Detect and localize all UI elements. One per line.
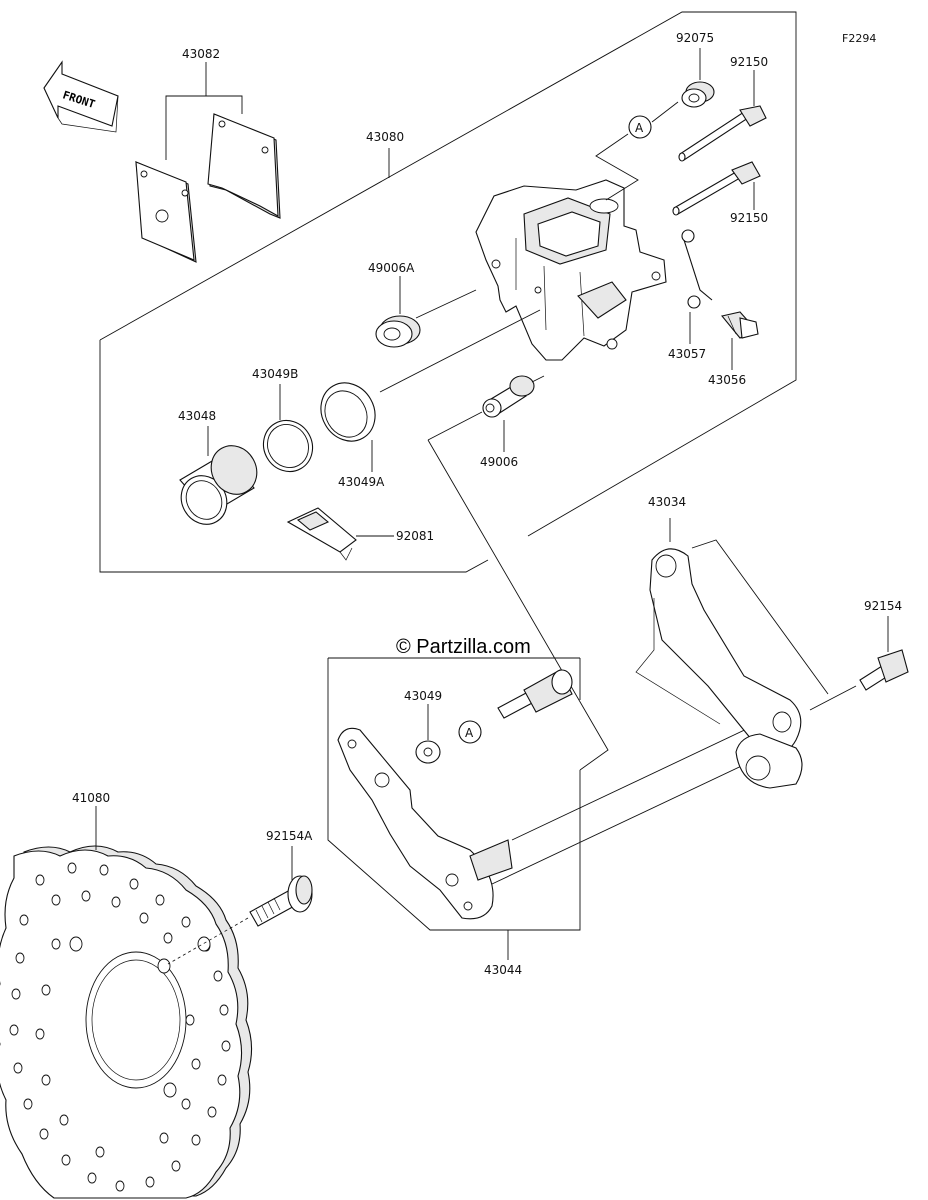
bracket-slide-pin — [497, 669, 573, 719]
label-92154a: 92154A — [266, 829, 313, 843]
caliper-bolt-49006 — [482, 375, 535, 418]
label-43049b: 43049B — [252, 367, 298, 381]
label-41080: 41080 — [72, 791, 110, 805]
pin-boot — [681, 81, 715, 108]
label-43044: 43044 — [484, 963, 522, 977]
bolt-92154 — [859, 649, 909, 691]
ref-marker-a-bottom — [458, 720, 482, 744]
seal-49006a — [375, 315, 421, 348]
label-92150-top: 92150 — [730, 55, 768, 69]
brake-disc — [0, 845, 253, 1199]
label-43057: 43057 — [668, 347, 706, 361]
label-43034: 43034 — [648, 495, 686, 509]
caliper-assembly-outline — [99, 340, 489, 573]
watermark: © Partzilla.com — [396, 636, 531, 658]
ref-marker-a-bottom-text: A — [465, 726, 474, 740]
washer-43049 — [415, 740, 441, 764]
torque-link — [649, 548, 803, 789]
ref-marker-a-top — [628, 115, 652, 139]
slide-pin-top — [678, 105, 767, 162]
disc-bolt-92154a — [249, 875, 313, 927]
label-92150-bottom: 92150 — [730, 211, 768, 225]
label-43056: 43056 — [708, 373, 746, 387]
ref-marker-a-top-text: A — [635, 121, 644, 135]
bleeder-clip — [681, 229, 713, 309]
front-arrow-icon: FRONT — [43, 60, 119, 133]
label-43049a: 43049A — [338, 475, 385, 489]
label-43048: 43048 — [178, 409, 216, 423]
piston-seal-43049a — [320, 382, 376, 442]
label-49006a: 49006A — [368, 261, 415, 275]
bracket-assembly-outline — [427, 439, 609, 771]
caliper-body — [475, 179, 667, 361]
caliper-bracket — [337, 727, 513, 920]
label-43082: 43082 — [182, 47, 220, 61]
bleeder-valve — [721, 311, 759, 339]
pad-spring — [286, 507, 357, 561]
figure-code: F2294 — [842, 32, 876, 45]
label-92081: 92081 — [396, 529, 434, 543]
label-49006: 49006 — [480, 455, 518, 469]
label-43049: 43049 — [404, 689, 442, 703]
brake-pads — [135, 113, 281, 263]
label-92075: 92075 — [676, 31, 714, 45]
slide-pin-bottom — [672, 161, 761, 216]
label-43080: 43080 — [366, 130, 404, 144]
caliper-piston — [179, 445, 258, 525]
label-92154: 92154 — [864, 599, 902, 613]
dust-seal-43049b — [262, 419, 314, 473]
